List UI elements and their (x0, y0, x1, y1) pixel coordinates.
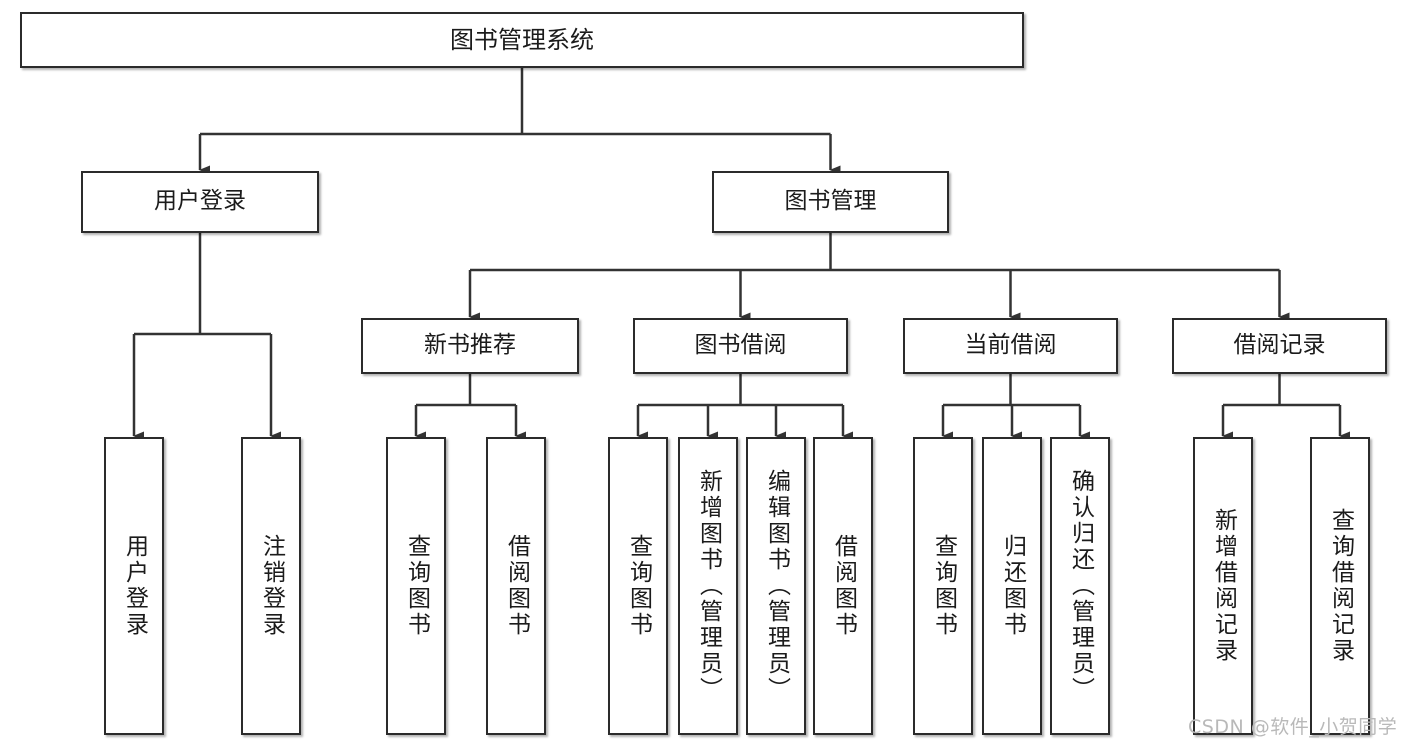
node-label: 图书借阅 (694, 332, 787, 359)
node-label: 借阅记录 (1233, 332, 1326, 359)
node-label: 图书管理 (784, 188, 877, 215)
node-label: 查询借阅记录 (1327, 508, 1354, 664)
node-current-borrow[interactable]: 当前借阅 (903, 318, 1118, 374)
node-label: 查询图书 (403, 534, 430, 638)
node-new-book-rec[interactable]: 新书推荐 (361, 318, 579, 374)
node-user-login[interactable]: 用户登录 (81, 171, 319, 233)
node-leaf-cb-confirm[interactable]: 确认归还（管理员） (1050, 437, 1110, 735)
node-leaf-br-query[interactable]: 查询借阅记录 (1310, 437, 1370, 735)
node-leaf-cb-return[interactable]: 归还图书 (982, 437, 1042, 735)
node-leaf-user-logout[interactable]: 注销登录 (241, 437, 301, 735)
node-label: 确认归还（管理员） (1067, 469, 1094, 703)
node-leaf-user-login[interactable]: 用户登录 (104, 437, 164, 735)
node-leaf-bb-add[interactable]: 新增图书（管理员） (678, 437, 738, 735)
node-label: 新增图书（管理员） (695, 469, 722, 703)
node-book-borrow[interactable]: 图书借阅 (633, 318, 848, 374)
node-label: 归还图书 (999, 534, 1026, 638)
node-label: 借阅图书 (830, 534, 857, 638)
node-label: 借阅图书 (503, 534, 530, 638)
node-label: 编辑图书（管理员） (763, 469, 790, 703)
edge-group (132, 68, 1350, 441)
node-label: 用户登录 (154, 188, 246, 215)
node-label: 用户登录 (121, 534, 148, 638)
node-leaf-bb-borrow[interactable]: 借阅图书 (813, 437, 873, 735)
node-label: 图书管理系统 (450, 25, 594, 54)
node-leaf-bb-edit[interactable]: 编辑图书（管理员） (746, 437, 806, 735)
node-label: 注销登录 (258, 534, 285, 638)
node-label: 查询图书 (930, 534, 957, 638)
node-borrow-record[interactable]: 借阅记录 (1172, 318, 1387, 374)
node-leaf-cb-query[interactable]: 查询图书 (913, 437, 973, 735)
node-book-manage[interactable]: 图书管理 (712, 171, 949, 233)
node-label: 查询图书 (625, 534, 652, 638)
node-leaf-br-add[interactable]: 新增借阅记录 (1193, 437, 1253, 735)
node-label: 新书推荐 (424, 332, 516, 359)
node-label: 当前借阅 (964, 332, 1057, 359)
node-leaf-rec-borrow[interactable]: 借阅图书 (486, 437, 546, 735)
node-leaf-rec-query[interactable]: 查询图书 (386, 437, 446, 735)
node-leaf-bb-query[interactable]: 查询图书 (608, 437, 668, 735)
node-label: 新增借阅记录 (1210, 508, 1237, 664)
node-root[interactable]: 图书管理系统 (20, 12, 1024, 68)
